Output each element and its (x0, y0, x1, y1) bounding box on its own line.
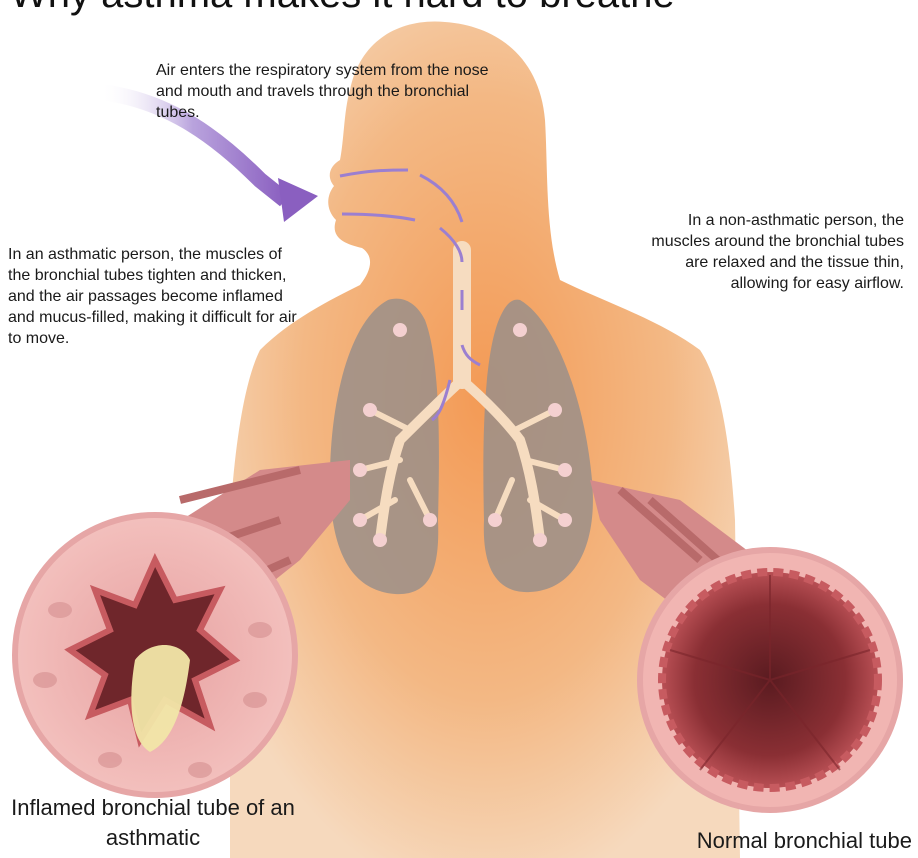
note-asthmatic: In an asthmatic person, the muscles of t… (8, 244, 298, 349)
caption-normal-tube: Normal bronchial tube (612, 826, 912, 856)
caption-inflamed-tube: Inflamed bronchial tube of an asthmatic (8, 793, 298, 853)
note-normal: In a non-asthmatic person, the muscles a… (634, 210, 904, 294)
note-air-entry: Air enters the respiratory system from t… (156, 60, 496, 123)
diagram-title: Why asthma makes it hard to breathe (10, 0, 675, 18)
incoming-air-arrowhead (278, 178, 318, 222)
